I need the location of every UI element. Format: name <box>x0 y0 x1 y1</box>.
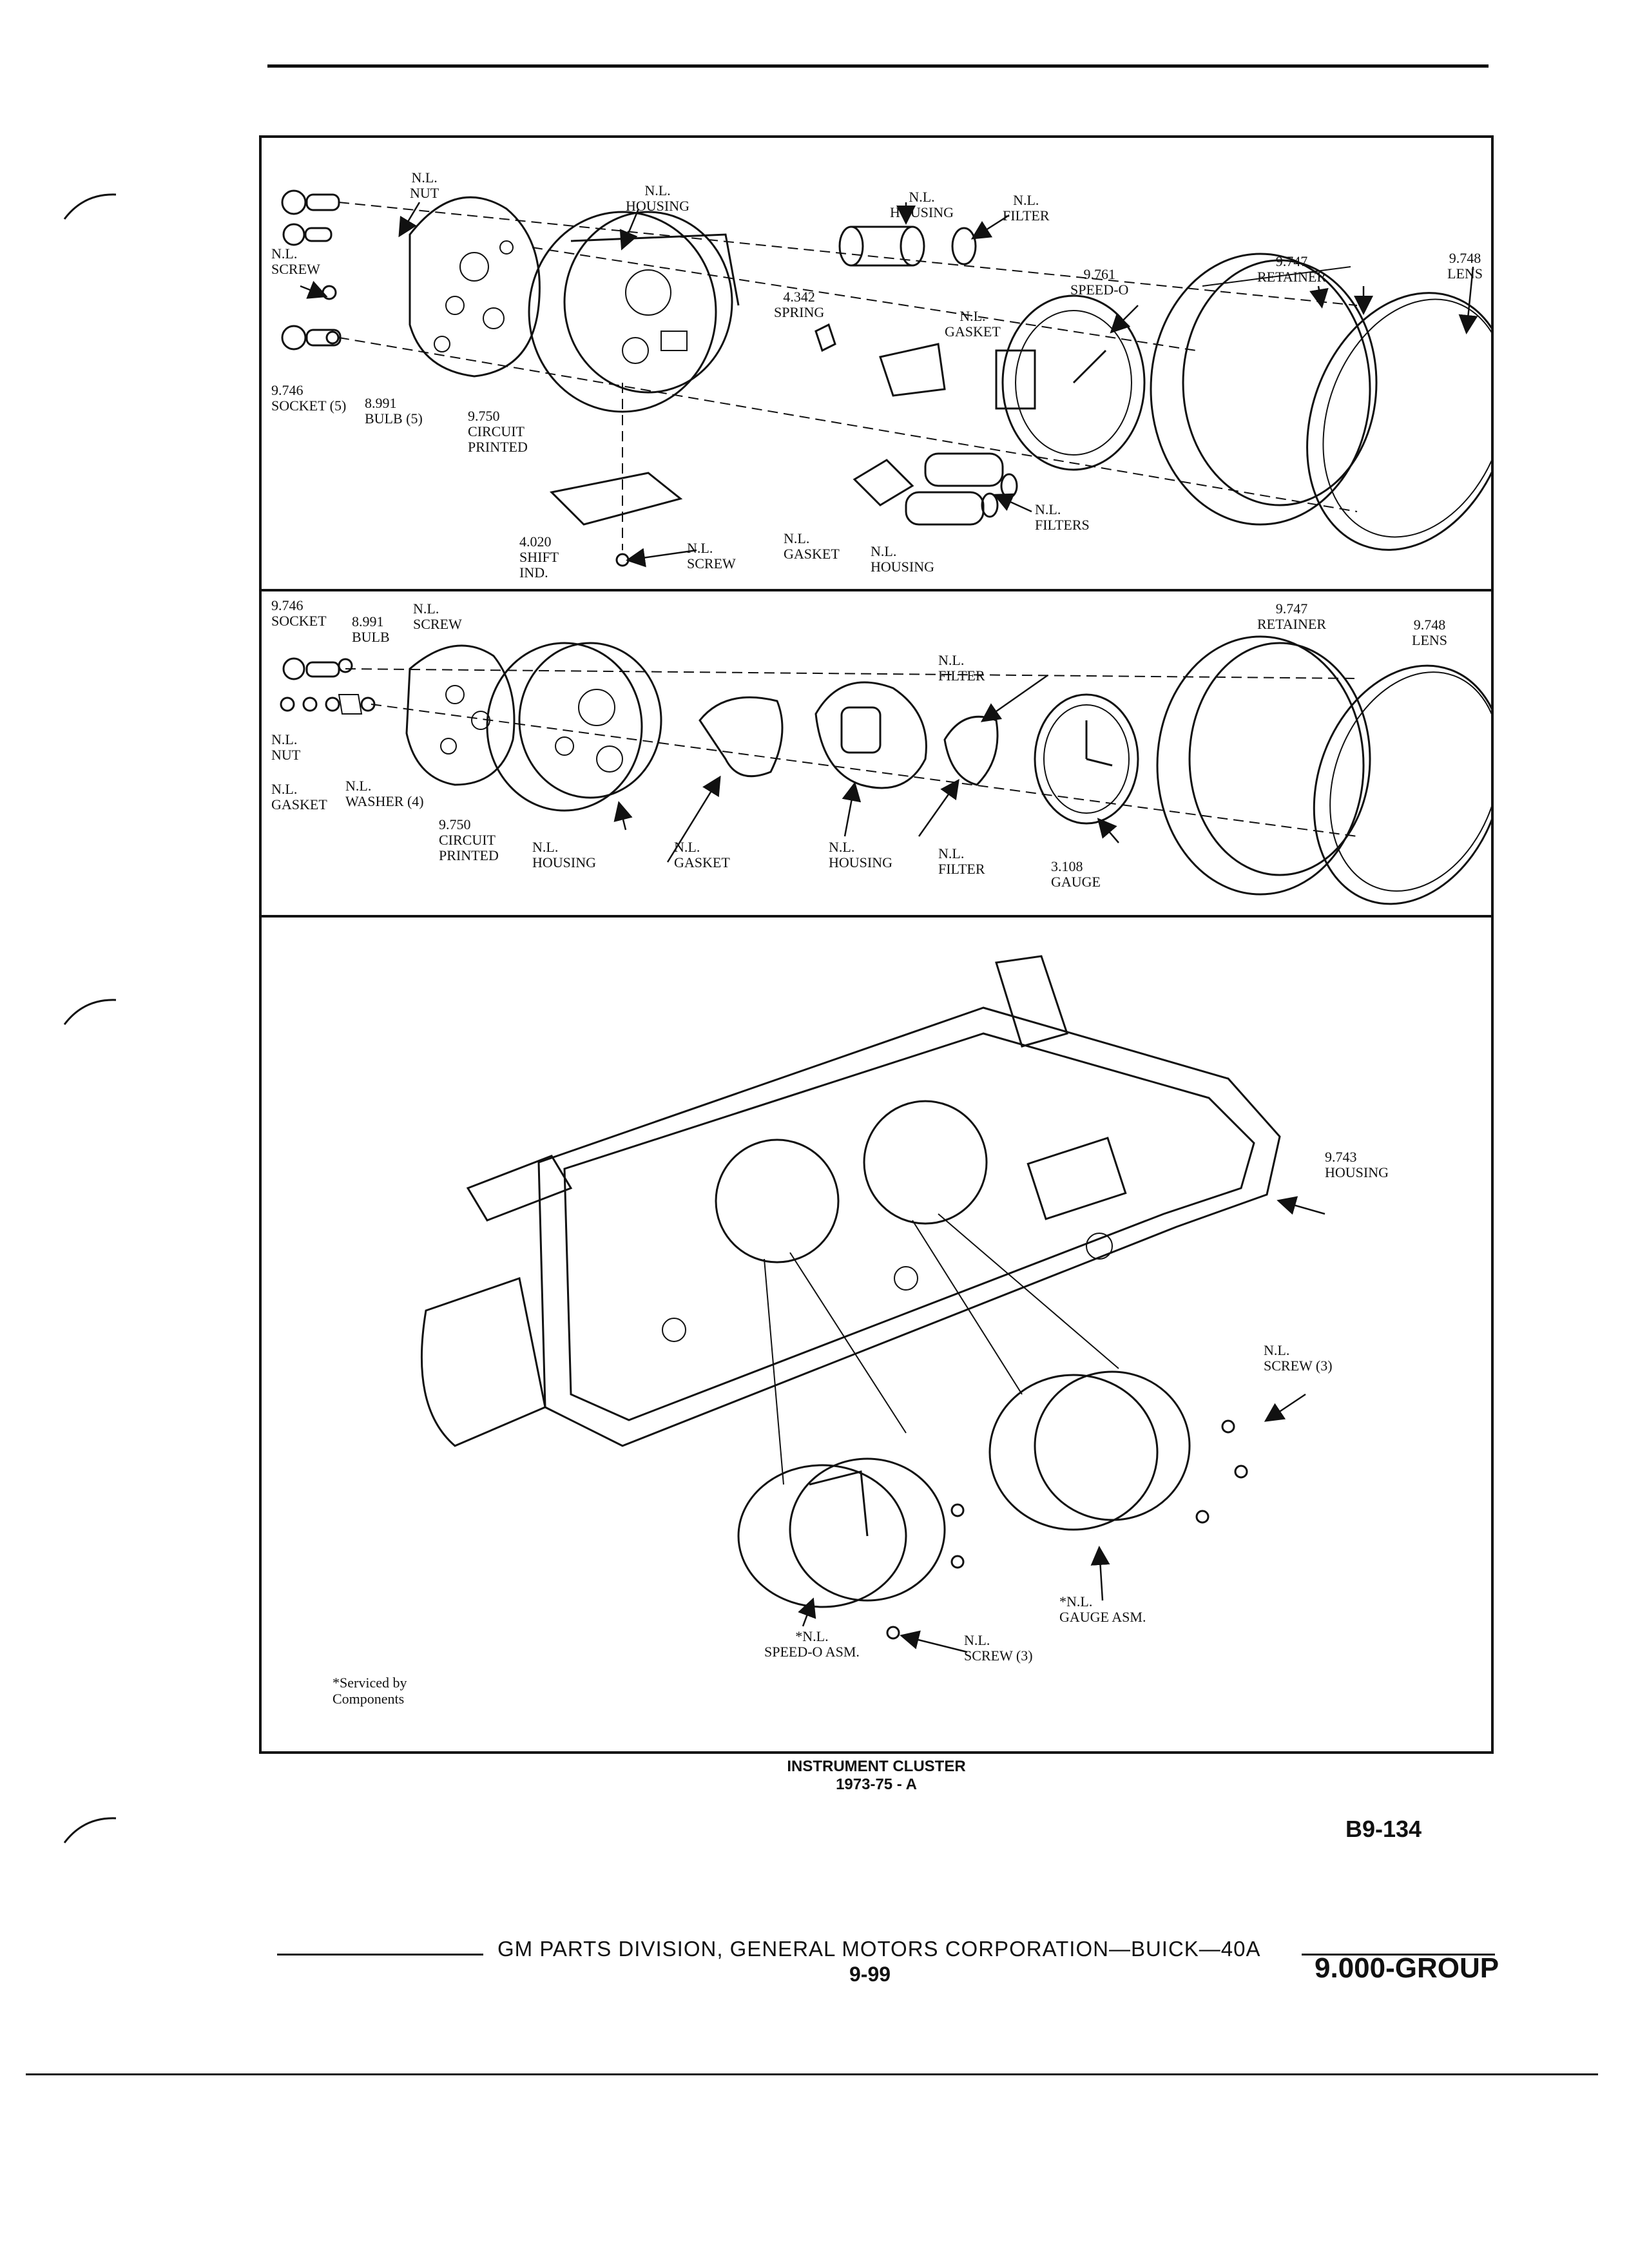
printed-circuit-plate <box>405 644 516 786</box>
footer-publisher: GM PARTS DIVISION, GENERAL MOTORS CORPOR… <box>497 1937 1261 1961</box>
label-circuit-printed: 9.750 CIRCUIT PRINTED <box>468 408 528 455</box>
footer-page-number: 9-99 <box>849 1963 891 1986</box>
label-circuit-printed: 9.750 CIRCUIT PRINTED <box>439 816 499 863</box>
label-nl-nut: N.L. NUT <box>410 169 439 201</box>
gauge-assembly <box>988 1370 1248 1531</box>
label-nl-filter: N.L. FILTER <box>1003 192 1050 224</box>
label-spring: 4.342 SPRING <box>774 289 825 320</box>
figure-number: B9-134 <box>1345 1816 1422 1842</box>
label-socket: 9.746 SOCKET <box>271 597 327 629</box>
label-nl-screw: N.L. SCREW <box>413 601 462 632</box>
speedometer-dial <box>995 294 1146 471</box>
top-panel-drawing <box>281 189 1491 568</box>
footer-group: 9.000-GROUP <box>1315 1952 1499 1984</box>
label-gauge-asm: *N.L. GAUGE ASM. <box>1059 1593 1146 1625</box>
footer-rule-right <box>1302 1954 1495 1956</box>
label-nl-filters: N.L. FILTERS <box>1035 501 1090 533</box>
panel-top-speedo-exploded: N.L. NUT N.L. HOUSING N.L. HOUSING N.L. … <box>259 135 1494 591</box>
label-nl-filter-top: N.L. FILTER <box>938 652 985 684</box>
label-nl-nut: N.L. NUT <box>271 731 301 763</box>
speedo-assembly <box>737 1457 965 1640</box>
bottom-panel-drawing <box>420 955 1325 1653</box>
label-nl-gasket-lower: N.L. GASKET <box>784 530 840 562</box>
label-speedo: 9.761 SPEED-O <box>1070 266 1129 298</box>
main-housing <box>528 211 740 413</box>
shift-indicator <box>549 472 683 526</box>
label-nl-screw: N.L. SCREW <box>271 245 320 277</box>
gasket <box>699 696 784 778</box>
label-lens: 9.748 LENS <box>1412 617 1447 648</box>
serviced-note: *Serviced by Components <box>333 1675 407 1707</box>
label-nl-screw-gauge: N.L. SCREW (3) <box>1264 1342 1333 1374</box>
label-lens: 9.748 LENS <box>1447 250 1483 282</box>
panel-middle-gauge-exploded: 9.746 SOCKET 8.991 BULB N.L. SCREW N.L. … <box>259 589 1494 918</box>
label-nl-gasket: N.L. GASKET <box>945 308 1001 340</box>
binder-marks <box>63 193 117 1843</box>
retainer <box>1150 253 1378 526</box>
label-retainer: 9.747 RETAINER <box>1257 601 1327 632</box>
housing-cylinder <box>838 226 977 267</box>
printed-circuit-plate <box>409 196 541 378</box>
gasket <box>879 343 946 397</box>
socket-bulb-group <box>280 657 376 715</box>
label-nl-screw-speedo: N.L. SCREW (3) <box>964 1632 1033 1664</box>
socket-bulb-group <box>281 189 342 351</box>
label-nl-washer: N.L. WASHER (4) <box>345 778 424 809</box>
label-nl-housing-cylinder: N.L. HOUSING <box>890 189 954 220</box>
lower-housings <box>853 452 1018 526</box>
instrument-panel-housing <box>420 955 1281 1447</box>
lens <box>1306 292 1491 551</box>
label-shift-ind: 4.020 SHIFT IND. <box>519 533 559 581</box>
label-nl-housing-gauge: N.L. HOUSING <box>532 839 596 870</box>
lens <box>1313 664 1491 905</box>
label-nl-gasket-left: N.L. GASKET <box>271 781 327 812</box>
filter <box>943 715 999 786</box>
label-nl-housing-filter: N.L. HOUSING <box>829 839 892 870</box>
label-bulb: 8.991 BULB <box>352 613 390 645</box>
label-nl-screw-lower: N.L. SCREW <box>687 540 736 572</box>
retainer <box>1156 635 1371 896</box>
label-nl-filter-bottom: N.L. FILTER <box>938 845 985 877</box>
bottom-rule <box>26 2073 1598 2075</box>
label-bulb: 8.991 BULB (5) <box>365 395 423 427</box>
label-gauge: 3.108 GAUGE <box>1051 858 1101 890</box>
label-nl-housing-main: N.L. HOUSING <box>626 182 689 214</box>
gauge-housing <box>486 642 662 812</box>
gauge-clock <box>1034 693 1139 825</box>
middle-panel-drawing <box>280 635 1491 905</box>
filter-housing <box>815 681 927 789</box>
label-socket: 9.746 SOCKET (5) <box>271 382 347 414</box>
figure-caption: INSTRUMENT CLUSTER 1973-75 - A <box>787 1758 966 1793</box>
top-rule <box>267 64 1489 68</box>
spring <box>815 323 836 352</box>
label-housing: 9.743 HOUSING <box>1325 1149 1389 1180</box>
label-speedo-asm: *N.L. SPEED-O ASM. <box>764 1628 860 1660</box>
label-nl-gasket: N.L. GASKET <box>674 839 730 870</box>
footer-rule-left <box>277 1954 483 1956</box>
label-retainer: 9.747 RETAINER <box>1257 253 1327 285</box>
label-nl-housing-lower: N.L. HOUSING <box>871 543 934 575</box>
panel-bottom-dash-assembly: 9.743 HOUSING N.L. SCREW (3) *N.L. GAUGE… <box>259 915 1494 1754</box>
